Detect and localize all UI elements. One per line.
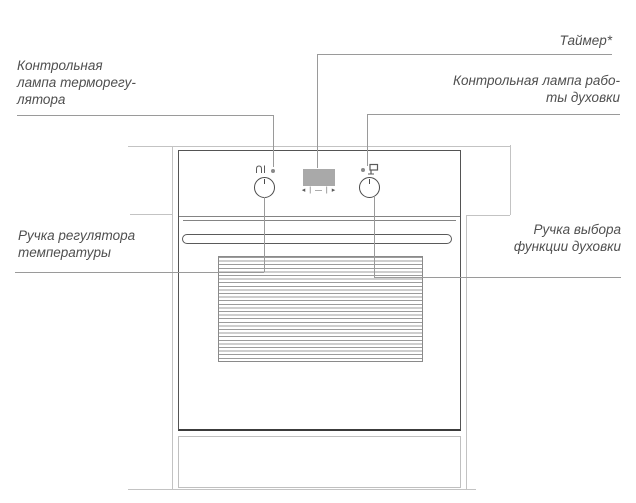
cabinet-right-shelf-line	[466, 215, 510, 216]
timer-display	[303, 169, 335, 186]
label-thermostat-lamp: Контрольная лампа терморегу- лятора	[17, 57, 136, 108]
door-top-line	[183, 220, 456, 221]
label-line: температуры	[18, 245, 111, 260]
label-line: лятора	[17, 92, 66, 107]
control-panel-bottom-line	[179, 216, 460, 217]
thermostat-lamp-dot	[271, 169, 275, 173]
label-line: лампа терморегу-	[17, 75, 136, 90]
label-function-knob: Ручка выбора функции духовки	[514, 221, 621, 255]
oven-function-icon	[366, 162, 380, 181]
floor-line	[128, 489, 476, 490]
label-line: Таймер*	[559, 33, 613, 48]
leader-function-knob-v	[374, 197, 375, 277]
knob-pointer	[368, 179, 370, 184]
leader-thermostat-lamp-h	[17, 115, 273, 116]
cabinet-right-wall-line	[466, 215, 467, 489]
display-buttons: ◂ | — | ▸	[301, 187, 337, 194]
label-temperature-knob: Ручка регулятора температуры	[18, 227, 135, 261]
label-line: ты духовки	[545, 90, 620, 105]
label-line: Ручка регулятора	[18, 228, 136, 243]
leader-timer-v	[317, 54, 318, 168]
oven-lamp-dot	[361, 168, 365, 172]
door-window	[218, 256, 423, 362]
leader-temperature-knob-h	[15, 272, 264, 273]
leader-temperature-knob-v	[264, 197, 265, 272]
label-line: Контрольная лампа рабо-	[453, 73, 620, 88]
leader-function-knob-h	[374, 277, 621, 278]
function-knob	[359, 177, 380, 198]
leader-thermostat-lamp-v	[273, 115, 274, 167]
label-line: функции духовки	[513, 239, 621, 254]
knob-pointer	[263, 179, 265, 184]
label-line: Контрольная	[17, 58, 103, 73]
cabinet-left-wall-line	[172, 146, 173, 489]
thermostat-icon	[254, 163, 267, 181]
label-oven-lamp: Контрольная лампа рабо- ты духовки	[453, 72, 620, 106]
plinth-panel	[178, 436, 461, 488]
cabinet-left-shelf-line	[130, 214, 172, 215]
leader-timer-h	[317, 54, 612, 55]
label-timer: Таймер*	[560, 32, 613, 49]
door-handle	[182, 234, 452, 244]
cabinet-right-outer-line	[510, 145, 511, 215]
leader-oven-lamp-v	[367, 114, 368, 166]
label-line: Ручка выбора	[533, 222, 621, 237]
leader-oven-lamp-h	[367, 114, 620, 115]
cabinet-countertop-line	[128, 146, 510, 147]
